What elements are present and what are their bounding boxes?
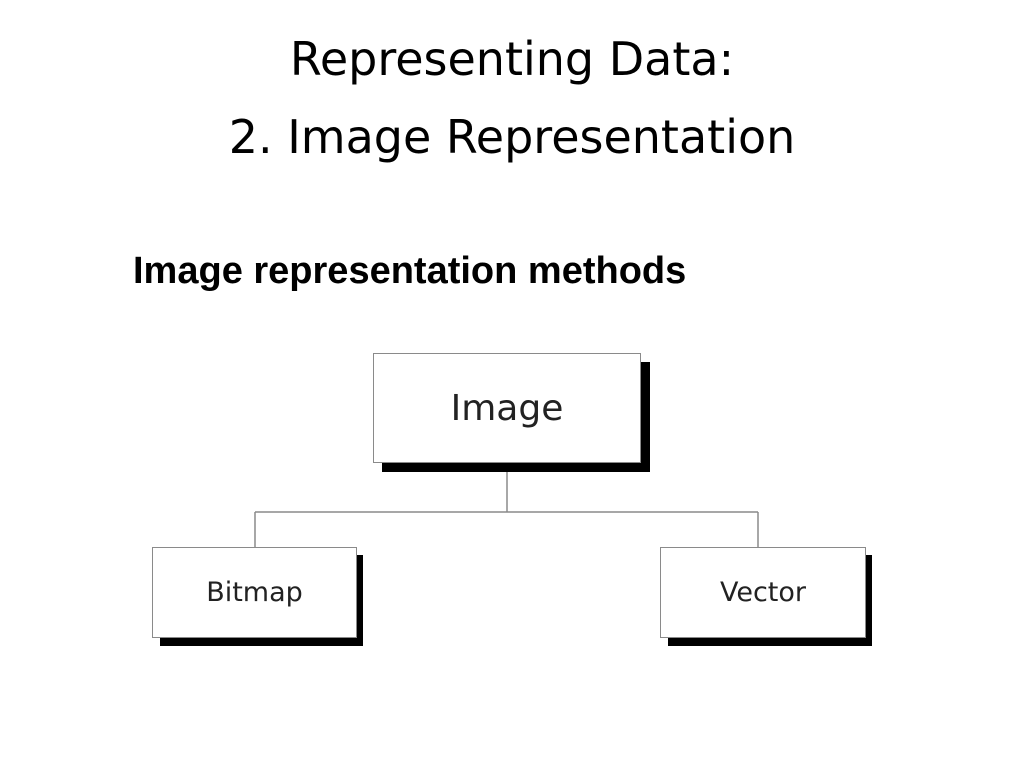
slide-title-line-2: 2. Image Representation bbox=[228, 110, 796, 164]
slide-subtitle: Image representation methods bbox=[133, 250, 687, 292]
vector-node: Vector bbox=[660, 547, 866, 638]
bitmap-node: Bitmap bbox=[152, 547, 357, 638]
slide-title-line-1: Representing Data: bbox=[289, 32, 735, 86]
image-node: Image bbox=[373, 353, 641, 463]
